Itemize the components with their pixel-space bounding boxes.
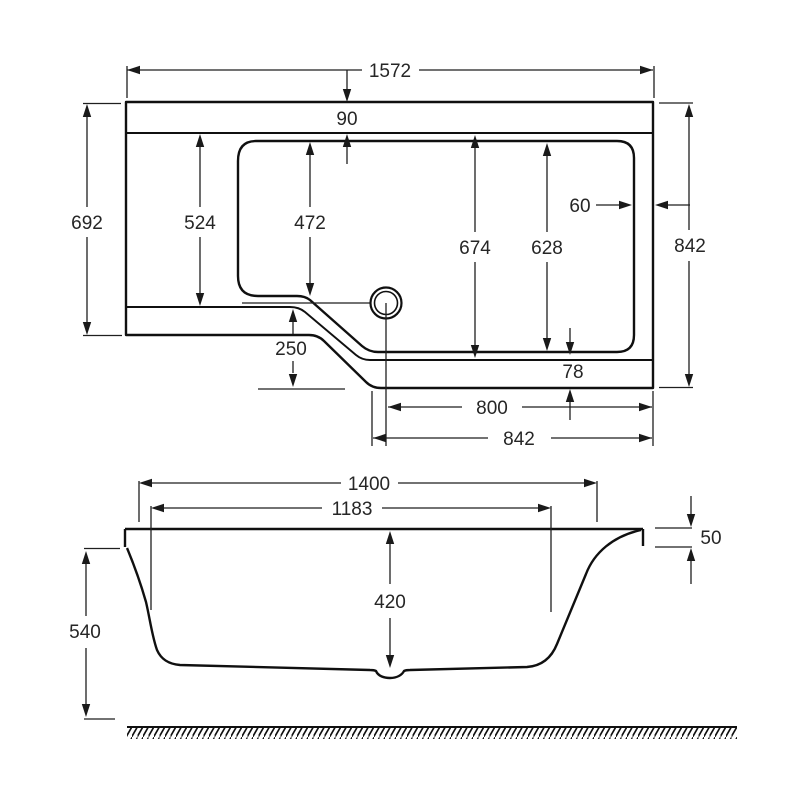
dim-tub-narrow: 472 [294,142,326,296]
plan-tub-outline [236,139,636,354]
dim-tub-wide: 628 [531,143,563,351]
dim-inner-to-ledge-label: 674 [459,238,491,259]
dim-rim-edge-height-label: 50 [700,528,721,549]
plan-outer-outline [124,100,655,390]
side-view: 1400 1183 50 420 540 [69,474,737,739]
dim-top-rim: 90 [336,70,358,164]
dim-overall-length: 1572 [126,61,655,98]
dim-rim-length: 1400 [138,474,598,522]
dim-right-rim-label: 60 [569,196,590,217]
dim-left-inner-label: 524 [184,213,216,234]
dim-bottom-rim: 78 [562,328,584,420]
dim-inner-depth: 420 [374,531,406,668]
side-profile [125,528,642,680]
dim-inner-to-ledge: 674 [459,135,491,358]
dim-top-rim-label: 90 [336,109,357,130]
dim-tub-wide-label: 628 [531,238,563,259]
dim-overall-height-label: 540 [69,622,101,643]
dim-rim-edge-height: 50 [655,496,722,584]
dim-overall-length-label: 1572 [369,61,411,82]
side-rim-line [123,527,645,547]
plan-step-ledge-line [126,306,653,361]
dim-overall-height: 540 [69,547,120,720]
dim-inner-depth-label: 420 [374,592,406,613]
dim-shower-end: 800 [388,398,652,419]
ground-hatch [127,726,737,739]
dim-left-end: 692 [71,102,122,337]
dim-step-label: 250 [275,339,307,360]
dim-bottom-edge-label: 842 [503,429,535,450]
dim-inner-length-label: 1183 [332,499,373,520]
dim-bottom-edge: 842 [371,391,654,450]
dim-bottom-rim-label: 78 [562,362,583,383]
dim-inner-length: 1183 [150,499,552,612]
dim-tub-narrow-label: 472 [294,213,326,234]
dim-shower-end-label: 800 [476,398,508,419]
plan-view: 1572 90 692 524 472 [71,61,706,450]
dim-overall-width-label: 842 [674,236,706,257]
dim-left-inner: 524 [184,134,216,306]
dim-overall-width: 842 [659,102,706,389]
dim-step: 250 [258,309,345,390]
dim-left-end-label: 692 [71,213,103,234]
dim-right-rim: 60 [569,196,690,217]
dim-rim-length-label: 1400 [348,474,390,495]
